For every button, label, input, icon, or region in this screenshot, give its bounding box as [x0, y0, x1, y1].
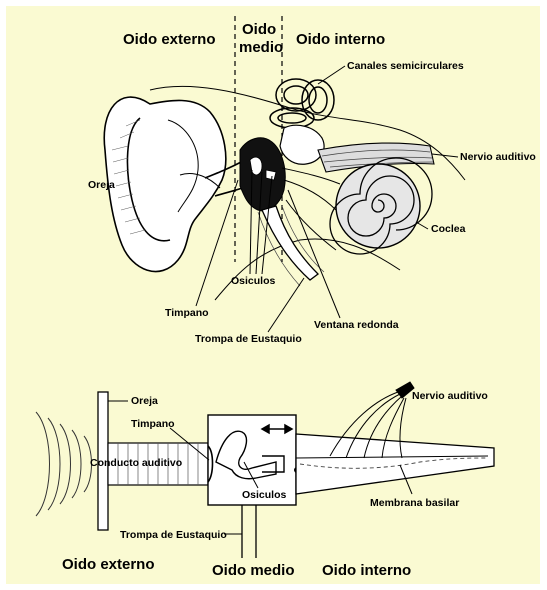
label-eustachian-schematic: Trompa de Eustaquio	[120, 529, 227, 541]
label-round-window: Ventana redonda	[314, 319, 399, 331]
sound-waves	[36, 412, 92, 516]
bottom-schematic-diagram: Oreja Timpano Conducto auditivo Nervio a…	[36, 382, 494, 579]
section-inner-ear: Oido interno	[296, 31, 385, 48]
leader-canals	[318, 66, 345, 84]
section-middle-ear-line2: medio	[239, 39, 283, 56]
label-cochlea: Coclea	[431, 223, 466, 235]
label-eustachian-tube: Trompa de Eustaquio	[195, 333, 302, 345]
leader-cochlea	[416, 222, 428, 229]
leader-nerve	[432, 154, 458, 157]
section-middle-ear-schematic: Oido medio	[212, 562, 295, 579]
label-basilar-membrane: Membrana basilar	[370, 497, 459, 509]
label-pinna-schematic: Oreja	[131, 395, 158, 407]
label-ossicles: Osiculos	[231, 275, 276, 287]
label-ossicles-schematic: Osiculos	[242, 489, 287, 501]
section-outer-ear: Oido externo	[123, 31, 216, 48]
uncoiled-cochlea	[296, 434, 494, 494]
section-middle-ear-line1: Oido	[242, 21, 276, 38]
label-semicircular-canals: Canales semicirculares	[347, 60, 464, 72]
label-auditory-nerve: Nervio auditivo	[460, 151, 536, 163]
label-pinna: Oreja	[88, 179, 115, 191]
semicircular-canals	[270, 79, 334, 128]
label-ear-canal: Conducto auditivo	[90, 457, 182, 469]
section-inner-ear-schematic: Oido interno	[322, 562, 411, 579]
eustachian-tube-schematic	[242, 505, 256, 558]
label-nerve-schematic: Nervio auditivo	[412, 390, 488, 402]
section-outer-ear-schematic: Oido externo	[62, 556, 155, 573]
label-eardrum: Timpano	[165, 307, 209, 319]
vestibule	[280, 125, 324, 164]
top-anatomical-diagram: Oido externo Oido medio Oido interno Can…	[88, 16, 536, 345]
middle-ear-cavity	[240, 138, 285, 211]
cochlea-spiral	[330, 158, 432, 254]
label-eardrum-schematic: Timpano	[131, 418, 175, 430]
